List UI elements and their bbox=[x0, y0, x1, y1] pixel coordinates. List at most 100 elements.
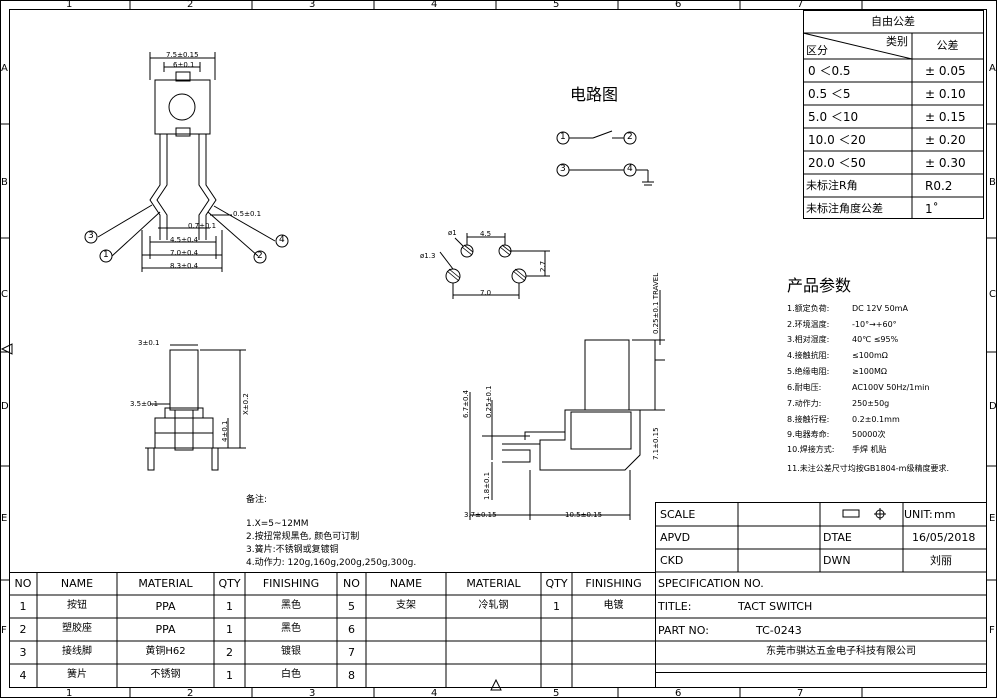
pcb-layout bbox=[439, 233, 550, 299]
bom-cell: 黑色 bbox=[281, 623, 301, 634]
bom-header: QTY bbox=[545, 577, 568, 590]
side-dim: 3±0.1 bbox=[138, 339, 160, 347]
bom-cell: 1 bbox=[226, 623, 233, 636]
param-value: 40℃ ≤95% bbox=[852, 335, 899, 344]
right-dim: 7.1±0.15 bbox=[652, 427, 660, 460]
grid-col-5-bottom: 5 bbox=[553, 688, 560, 699]
circuit-pin-label: 1 bbox=[560, 132, 566, 142]
notes-title: 备注: bbox=[246, 495, 268, 505]
bom-cell: 支架 bbox=[396, 600, 416, 611]
pcb-dim: 7.0 bbox=[480, 289, 492, 297]
front-pin-label: 2 bbox=[257, 251, 263, 261]
bom-cell: 白色 bbox=[281, 669, 301, 680]
front-pin-label: 1 bbox=[103, 250, 109, 260]
tolerance-table-lines bbox=[802, 10, 984, 219]
grid-row-c: C bbox=[1, 289, 8, 300]
note-line: 4.动作力: 120g,160g,200g,250g,300g. bbox=[246, 558, 417, 568]
bom-cell: PPA bbox=[155, 600, 176, 613]
grid-col-3-bottom: 3 bbox=[309, 688, 316, 699]
grid-col-1-bottom: 1 bbox=[66, 688, 73, 699]
tolerance-value: ± 0.05 bbox=[925, 64, 966, 78]
right-dim: 6.7±0.4 bbox=[462, 389, 470, 418]
tolerance-range: 未标注R角 bbox=[806, 179, 858, 192]
part-value: TC-0243 bbox=[756, 624, 802, 637]
right-dim: 3.7±0.15 bbox=[464, 511, 497, 519]
grid-row-f-right: F bbox=[989, 625, 995, 636]
front-pin-label: 3 bbox=[88, 231, 94, 241]
bom-cell: 冷轧钢 bbox=[478, 600, 509, 611]
pcb-hole-dia: ø1.3 bbox=[420, 252, 436, 260]
param-value: 250±50g bbox=[852, 399, 890, 408]
param-label: 8.接触行程: bbox=[787, 415, 830, 424]
bom-header: NO bbox=[14, 577, 32, 590]
right-dim: 10.5±0.15 bbox=[565, 511, 603, 519]
grid-row-f: F bbox=[1, 625, 7, 636]
grid-row-e: E bbox=[1, 513, 8, 524]
pcb-hole-dia: ø1 bbox=[448, 229, 457, 237]
title-value: TACT SWITCH bbox=[738, 600, 813, 613]
tolerance-header-category: 类别 bbox=[886, 35, 908, 48]
grid-row-b: B bbox=[1, 177, 8, 188]
note-line: 3.簧片:不锈钢或复镀铜 bbox=[246, 545, 339, 555]
param-label: 10.焊接方式: bbox=[787, 445, 835, 454]
param-label: 5.绝缘电阻: bbox=[787, 367, 830, 376]
circuit-diagram bbox=[556, 130, 654, 186]
front-dim: 0.7±0.1 bbox=[188, 222, 217, 230]
front-dim: 7.0±0.4 bbox=[170, 249, 199, 257]
company-name: 东莞市骐达五金电子科技有限公司 bbox=[766, 646, 916, 657]
param-label: 1.额定负荷: bbox=[787, 304, 830, 313]
apvd-label: APVD bbox=[660, 531, 691, 544]
bom-header: FINISHING bbox=[262, 577, 320, 590]
bom-cell: 8 bbox=[348, 669, 355, 682]
dwn-value: 刘丽 bbox=[930, 554, 952, 567]
ckd-label: CKD bbox=[660, 554, 684, 567]
bom-cell: 不锈钢 bbox=[150, 669, 181, 680]
front-pin-label: 4 bbox=[279, 235, 285, 245]
param-label: 2.环境温度: bbox=[787, 320, 830, 329]
date-label: DTAE bbox=[823, 531, 852, 544]
bom-header: NAME bbox=[389, 577, 423, 590]
grid-col-5: 5 bbox=[553, 0, 560, 10]
tolerance-range: 未标注角度公差 bbox=[806, 202, 883, 215]
bom-cell: 接线脚 bbox=[62, 646, 92, 657]
grid-col-2: 2 bbox=[187, 0, 194, 10]
grid-row-d: D bbox=[1, 401, 9, 412]
param-label: 3.相对湿度: bbox=[787, 335, 830, 344]
grid-row-c-right: C bbox=[989, 289, 996, 300]
bom-cell: 4 bbox=[19, 669, 27, 682]
side-dim: 4±0.1 bbox=[221, 420, 229, 442]
part-label: PART NO: bbox=[658, 624, 709, 637]
side-dim: X±0.2 bbox=[242, 393, 250, 415]
title-label: TITLE: bbox=[658, 600, 692, 613]
front-view bbox=[84, 52, 289, 272]
bom-header: NAME bbox=[60, 577, 94, 590]
param-value: -10°→+60° bbox=[852, 320, 897, 329]
unit-value: mm bbox=[934, 508, 956, 521]
bom-cell: 黄铜H62 bbox=[145, 646, 186, 657]
circuit-title: 电路图 bbox=[570, 85, 619, 104]
grid-col-7-bottom: 7 bbox=[797, 688, 804, 699]
bom-cell: 1 bbox=[226, 669, 233, 682]
bom-cell: 塑胶座 bbox=[62, 623, 92, 634]
tolerance-range: 5.0 ＜10 bbox=[808, 110, 859, 124]
bom-cell: 2 bbox=[226, 646, 233, 659]
grid-col-4: 4 bbox=[431, 0, 438, 10]
tolerance-value: ± 0.20 bbox=[925, 133, 966, 147]
pcb-dim: 2.7 bbox=[539, 260, 547, 272]
bom-cell: 镀银 bbox=[281, 646, 301, 657]
param-label: 4.接触抗阻: bbox=[787, 351, 830, 360]
scale-label: SCALE bbox=[660, 508, 696, 521]
param-note: 11.未注公差尺寸均按GB1804-m级精度要求. bbox=[787, 464, 949, 473]
param-value: DC 12V 50mA bbox=[852, 304, 908, 313]
front-dim: 4.5±0.4 bbox=[170, 236, 199, 244]
param-value: ≤100mΩ bbox=[852, 351, 888, 360]
bom-cell: 3 bbox=[19, 646, 27, 659]
grid-col-7: 7 bbox=[797, 0, 804, 10]
date-value: 16/05/2018 bbox=[912, 531, 976, 544]
right-dim-travel: 0.25±0.1 TRAVEL bbox=[652, 272, 660, 334]
circuit-pin-label: 4 bbox=[627, 164, 633, 174]
bom-cell: 按钮 bbox=[67, 600, 87, 611]
bom-cell: 簧片 bbox=[67, 669, 87, 680]
param-value: 0.2±0.1mm bbox=[852, 415, 900, 424]
